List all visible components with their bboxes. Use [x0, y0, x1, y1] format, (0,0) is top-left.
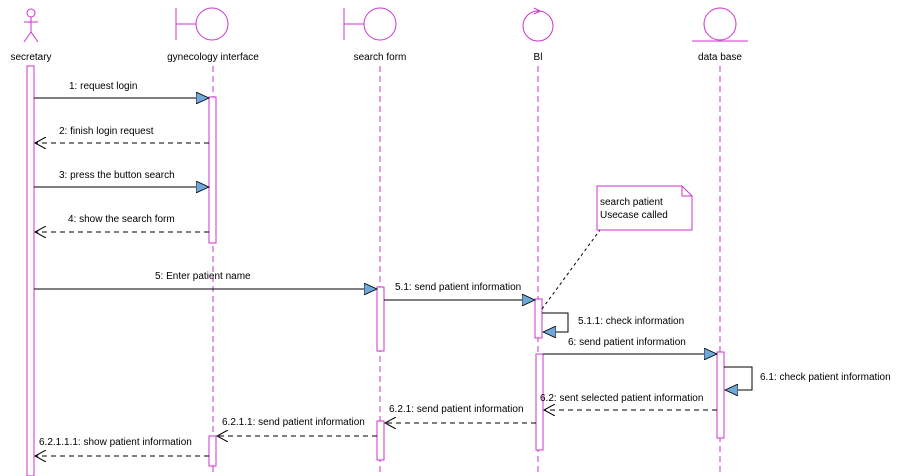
message-label-6-2-1: 6.2.1: send patient information	[389, 404, 524, 415]
message-label-3: 3: press the button search	[59, 170, 175, 181]
activation-bar	[535, 353, 544, 451]
lifeline-label-bl: Bl	[534, 52, 543, 63]
message-label-6-1: 6.1: check patient information	[760, 372, 891, 383]
message-label-1: 1: request login	[69, 81, 137, 92]
note-line-1: search patient	[600, 197, 663, 208]
activation-bar	[716, 351, 725, 439]
lifeline-label-search-form: search form	[354, 52, 407, 63]
lifeline-label-gynecology-interface: gynecology interface	[167, 52, 259, 63]
message-label-5-1-1: 5.1.1: check information	[578, 316, 684, 327]
message-label-5-1: 5.1: send patient information	[395, 282, 521, 293]
message-arrow-6-1	[724, 366, 753, 390]
activation-bar	[376, 420, 385, 461]
message-label-5: 5: Enter patient name	[155, 271, 251, 282]
activation-bar	[208, 96, 217, 244]
control-icon	[522, 7, 554, 42]
lifeline-label-secretary: secretary	[10, 52, 51, 63]
boundary-icon	[175, 7, 229, 41]
message-label-6-2-1-1: 6.2.1.1: send patient information	[222, 417, 365, 428]
activation-bar	[26, 65, 35, 476]
message-label-4: 4: show the search form	[68, 214, 175, 225]
activation-bar	[208, 435, 217, 467]
message-arrow-5-1-1	[542, 312, 569, 332]
message-label-2: 2: finish login request	[59, 126, 154, 137]
message-label-6: 6: send patient information	[568, 337, 686, 348]
note: search patient Usecase called	[596, 185, 693, 231]
activation-bar	[376, 286, 385, 352]
message-label-6-2: 6.2: sent selected patient information	[540, 393, 703, 404]
note-line-2: Usecase called	[600, 210, 668, 221]
lifeline-label-data-base: data base	[698, 52, 742, 63]
message-label-6-2-1-1-1: 6.2.1.1.1: show patient information	[39, 437, 192, 448]
boundary-icon	[343, 7, 397, 41]
entity-icon	[692, 7, 748, 42]
activation-bar	[534, 298, 543, 339]
actor-icon	[23, 8, 39, 43]
note-anchor-line	[541, 229, 601, 310]
